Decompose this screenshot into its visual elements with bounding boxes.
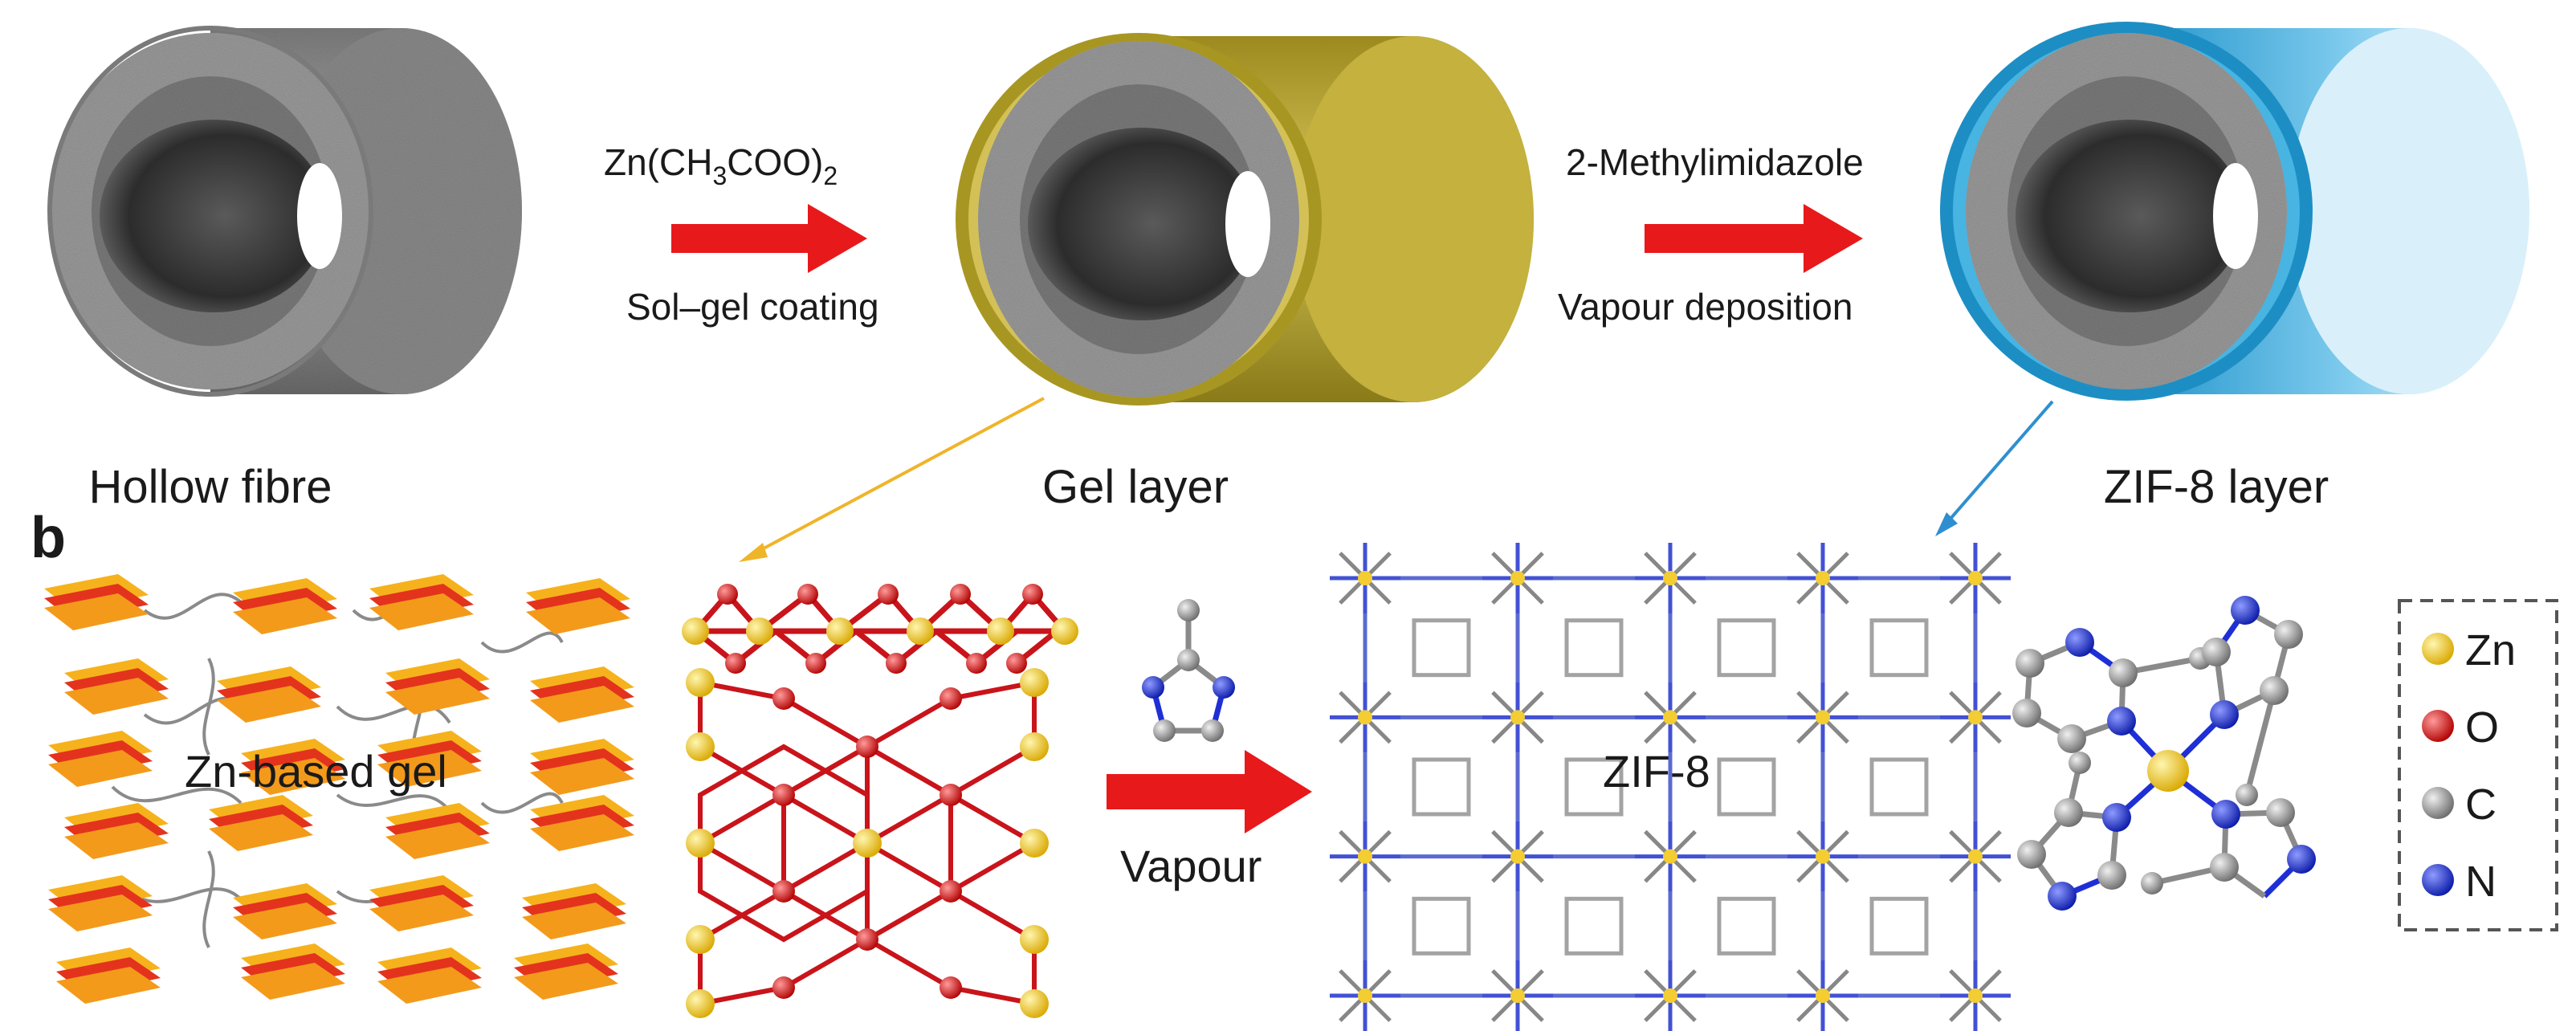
zif8-pore (1412, 757, 1471, 817)
zif8-pore (1717, 757, 1776, 817)
zif8-zn-node (1968, 571, 1983, 585)
zn-based-gel-label: Zn-based gel (185, 746, 447, 797)
legend-item-o: O (2422, 703, 2499, 752)
step1-arrow (671, 204, 867, 273)
svg-text:O: O (2465, 703, 2499, 752)
methylimidazole-molecule (1142, 599, 1235, 742)
zif8-zn-node (1510, 849, 1525, 864)
zif8-pore (1564, 896, 1624, 956)
legend-item-zn: Zn (2422, 626, 2516, 674)
zif8-pore (1717, 896, 1776, 956)
zif8-layer-cylinder (1940, 22, 2529, 401)
zif8-zn-node (1663, 710, 1677, 725)
legend-item-c: C (2422, 780, 2497, 829)
zif8-zn-node (1816, 849, 1830, 864)
svg-text:N: N (2465, 858, 2497, 906)
zif8-pore (1869, 896, 1929, 956)
zif8-pore (1869, 757, 1929, 817)
zif8-zn-node (1968, 849, 1983, 864)
zif-pointer-line (1935, 400, 2054, 536)
zif8-zn-node (1510, 571, 1525, 585)
zn-based-gel-network (44, 574, 634, 1004)
svg-text:Zn: Zn (2465, 626, 2516, 674)
step1-label-reagent: Zn(CH3COO)2 (604, 141, 838, 190)
step2-arrow (1645, 204, 1863, 273)
zif8-pore (1564, 757, 1624, 817)
vapour-label: Vapour (1120, 841, 1262, 891)
caption-zif8-layer: ZIF-8 layer (2104, 461, 2329, 513)
gel-layer-cylinder (956, 33, 1534, 405)
step2-reagent: 2-Methylimidazole (1566, 141, 1864, 183)
caption-gel-layer: Gel layer (1042, 461, 1229, 513)
zif8-zn-node (1663, 849, 1677, 864)
zif8-zn-node (1358, 988, 1372, 1003)
zif8-zn-node (1358, 571, 1372, 585)
zif8-zn-node (1968, 710, 1983, 725)
vapour-arrow (1107, 750, 1312, 833)
panel-b-label: b (31, 506, 66, 570)
gel-pointer-line (739, 397, 1045, 562)
zif8-label: ZIF-8 (1603, 746, 1710, 797)
gel-atomic-structure-top (686, 668, 1049, 1018)
gel-atomic-structure-side (682, 584, 1078, 674)
zif8-zn-node (1663, 571, 1677, 585)
zif8-pore (1564, 618, 1624, 678)
zif8-zn-node (1510, 988, 1525, 1003)
svg-text:Zn(CH3COO)2: Zn(CH3COO)2 (604, 141, 838, 190)
zn-coordination-structure (2012, 596, 2316, 911)
zif8-zn-node (1358, 849, 1372, 864)
zif8-zn-node (1663, 988, 1677, 1003)
step1-method: Sol–gel coating (626, 286, 879, 328)
legend-item-n: N (2422, 858, 2497, 906)
svg-text:C: C (2465, 780, 2497, 829)
zif8-zn-node (1358, 710, 1372, 725)
step2-method: Vapour deposition (1558, 286, 1853, 328)
caption-hollow-fibre: Hollow fibre (89, 461, 332, 513)
zif8-zn-node (1968, 988, 1983, 1003)
zif8-pore (1412, 618, 1471, 678)
zif8-zn-node (1816, 988, 1830, 1003)
zif8-pore (1412, 896, 1471, 956)
hollow-fibre-cylinder (47, 26, 522, 397)
zif8-zn-node (1816, 571, 1830, 585)
zif8-pore (1717, 618, 1776, 678)
zif8-framework (1330, 543, 2011, 1031)
zif8-pore (1869, 618, 1929, 678)
atom-legend: Zn O C N (2398, 599, 2558, 931)
zif8-zn-node (1510, 710, 1525, 725)
zif8-zn-node (1816, 710, 1830, 725)
